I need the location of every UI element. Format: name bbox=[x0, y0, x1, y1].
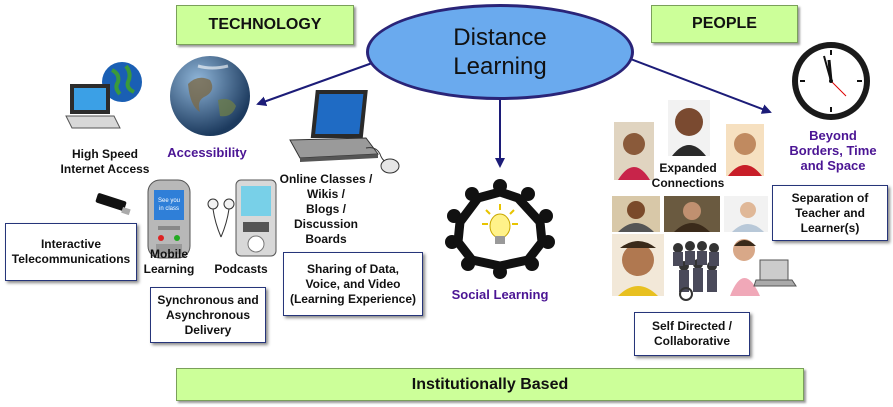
arrow-to-people bbox=[627, 57, 772, 114]
person-photo-3 bbox=[726, 124, 764, 176]
person-photo-7 bbox=[612, 234, 664, 296]
social-circle-lightbulb-icon bbox=[445, 179, 555, 279]
mp3-player-icon bbox=[235, 179, 277, 257]
people-header: PEOPLE bbox=[651, 5, 798, 43]
technology-header: TECHNOLOGY bbox=[176, 5, 354, 45]
podcasts-label: Podcasts bbox=[214, 262, 268, 276]
laptop-globe-icon bbox=[65, 62, 142, 129]
internet-access-label: High Speed Internet Access bbox=[60, 147, 150, 176]
person-photo-2 bbox=[668, 100, 710, 156]
person-photo-6 bbox=[724, 196, 768, 232]
person-photo-1 bbox=[614, 122, 654, 180]
expanded-connections-label: Expanded Connections bbox=[651, 161, 725, 190]
online-classes-label: Online Classes / Wikis / Blogs / Discuss… bbox=[279, 172, 373, 246]
person-laptop-photo bbox=[726, 234, 798, 296]
separation-box: Separation of Teacher and Learner(s) bbox=[772, 185, 888, 241]
person-photo-5 bbox=[664, 196, 720, 232]
group-photo bbox=[668, 236, 726, 302]
usb-drive-icon bbox=[95, 193, 131, 216]
institution-footer: Institutionally Based bbox=[176, 368, 804, 401]
sync-delivery-box: Synchronous and Asynchronous Delivery bbox=[150, 287, 266, 343]
clock-icon bbox=[792, 42, 870, 120]
earphones-icon bbox=[207, 198, 235, 238]
telecom-box: Interactive Telecommunications bbox=[5, 223, 137, 281]
arrow-to-technology bbox=[256, 61, 376, 107]
earth-icon bbox=[170, 56, 250, 136]
mobile-learning-label: Mobile Learning bbox=[143, 247, 195, 276]
distance-learning-oval: Distance Learning bbox=[366, 4, 634, 100]
beyond-borders-label: Beyond Borders, Time and Space bbox=[789, 128, 877, 173]
sharing-box: Sharing of Data, Voice, and Video (Learn… bbox=[283, 252, 423, 316]
social-learning-label: Social Learning bbox=[451, 287, 549, 302]
self-directed-box: Self Directed / Collaborative bbox=[634, 312, 750, 356]
person-photo-4 bbox=[612, 196, 660, 232]
accessibility-label: Accessibility bbox=[167, 145, 247, 160]
laptop-mouse-icon bbox=[289, 90, 400, 174]
